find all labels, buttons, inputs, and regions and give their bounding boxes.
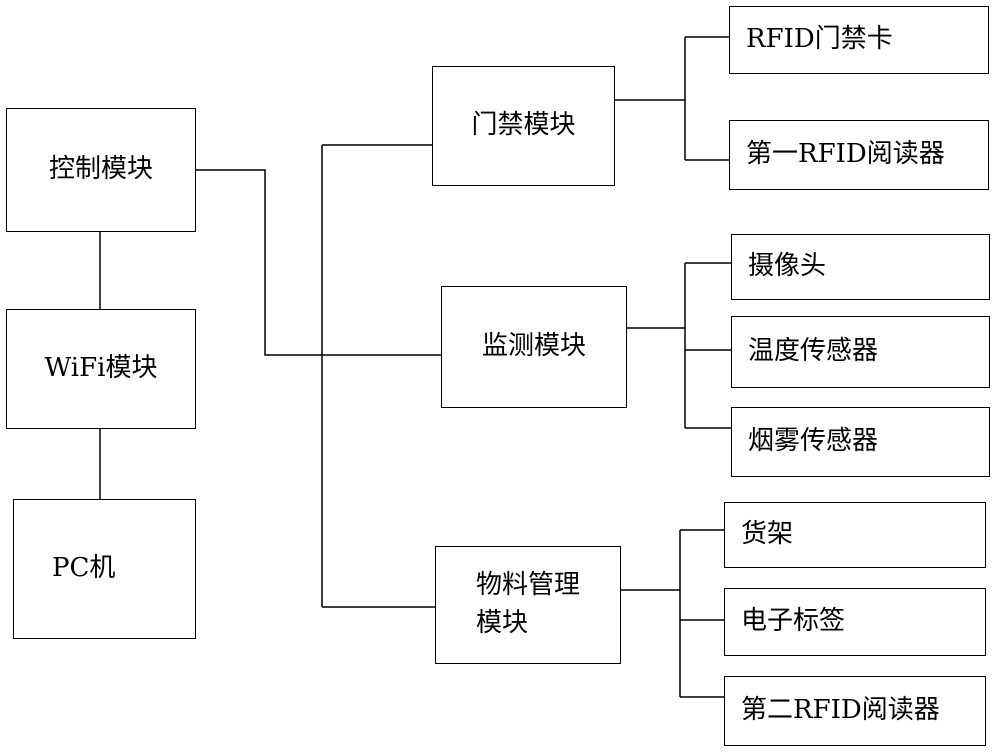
shelf-box: 货架 bbox=[724, 502, 986, 568]
smoke-sensor-box: 烟雾传感器 bbox=[731, 407, 990, 477]
camera-label: 摄像头 bbox=[748, 248, 826, 286]
control-module-label: 控制模块 bbox=[49, 151, 153, 189]
monitor-module-box: 监测模块 bbox=[441, 286, 627, 408]
material-module-box: 物料管理 模块 bbox=[435, 546, 621, 664]
camera-box: 摄像头 bbox=[731, 234, 990, 300]
access-module-box: 门禁模块 bbox=[432, 66, 615, 186]
electronic-tag-label: 电子标签 bbox=[741, 603, 845, 641]
temperature-sensor-box: 温度传感器 bbox=[731, 316, 990, 388]
pc-label: PC机 bbox=[52, 550, 115, 588]
first-rfid-reader-box: 第一RFID阅读器 bbox=[729, 120, 989, 190]
second-rfid-reader-label: 第二RFID阅读器 bbox=[741, 692, 940, 730]
material-module-text: 物料管理 模块 bbox=[476, 567, 580, 642]
temperature-sensor-label: 温度传感器 bbox=[748, 333, 878, 371]
access-module-label: 门禁模块 bbox=[471, 107, 575, 145]
second-rfid-reader-box: 第二RFID阅读器 bbox=[724, 676, 986, 746]
shelf-label: 货架 bbox=[741, 516, 793, 554]
rfid-card-label: RFID门禁卡 bbox=[746, 21, 893, 59]
pc-box: PC机 bbox=[13, 499, 196, 639]
rfid-card-box: RFID门禁卡 bbox=[729, 6, 989, 74]
control-module-box: 控制模块 bbox=[6, 108, 196, 232]
link-control-trunk bbox=[195, 170, 442, 355]
smoke-sensor-label: 烟雾传感器 bbox=[748, 423, 878, 461]
monitor-module-label: 监测模块 bbox=[482, 328, 586, 366]
first-rfid-reader-label: 第一RFID阅读器 bbox=[746, 136, 945, 174]
electronic-tag-box: 电子标签 bbox=[724, 588, 986, 656]
material-module-label-line2: 模块 bbox=[476, 605, 580, 643]
material-module-label-line1: 物料管理 bbox=[476, 567, 580, 605]
wifi-module-box: WiFi模块 bbox=[6, 309, 196, 429]
wifi-module-label: WiFi模块 bbox=[45, 350, 158, 388]
